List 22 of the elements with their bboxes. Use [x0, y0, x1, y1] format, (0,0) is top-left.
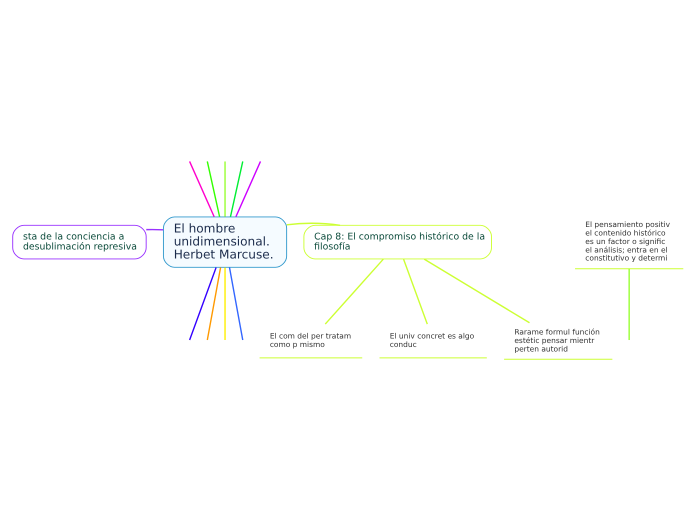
connector [188, 267, 217, 340]
connector [235, 161, 262, 217]
node-box: Cap 8: El compromiso histórico de la filosofía [303, 224, 492, 260]
connector [224, 268, 226, 340]
connector [224, 161, 226, 217]
connector [402, 258, 428, 324]
node-box: El hombre unidimensional. Herbet Marcuse. [162, 216, 288, 268]
connector [206, 267, 222, 340]
connector [230, 161, 244, 217]
connector [424, 258, 530, 324]
node-text: El univ concret es algo conduc [390, 332, 474, 350]
connector [228, 267, 244, 340]
node-text: El com del per tratam como p mismo [270, 332, 352, 350]
node-text: El pensamiento positiv el contenido histórico es un factor o signific el análisis; entra en el constitutivo y determi [585, 220, 670, 263]
node-text: Rarame formul función estétic pensar mientr perten autorid [514, 327, 600, 354]
node-box: sta de la conciencia a desublimación represiva [12, 224, 147, 260]
connector [146, 228, 164, 231]
connector [628, 268, 630, 340]
connector [324, 258, 384, 325]
connector [286, 222, 340, 226]
connector [206, 161, 220, 217]
connector [188, 161, 215, 217]
